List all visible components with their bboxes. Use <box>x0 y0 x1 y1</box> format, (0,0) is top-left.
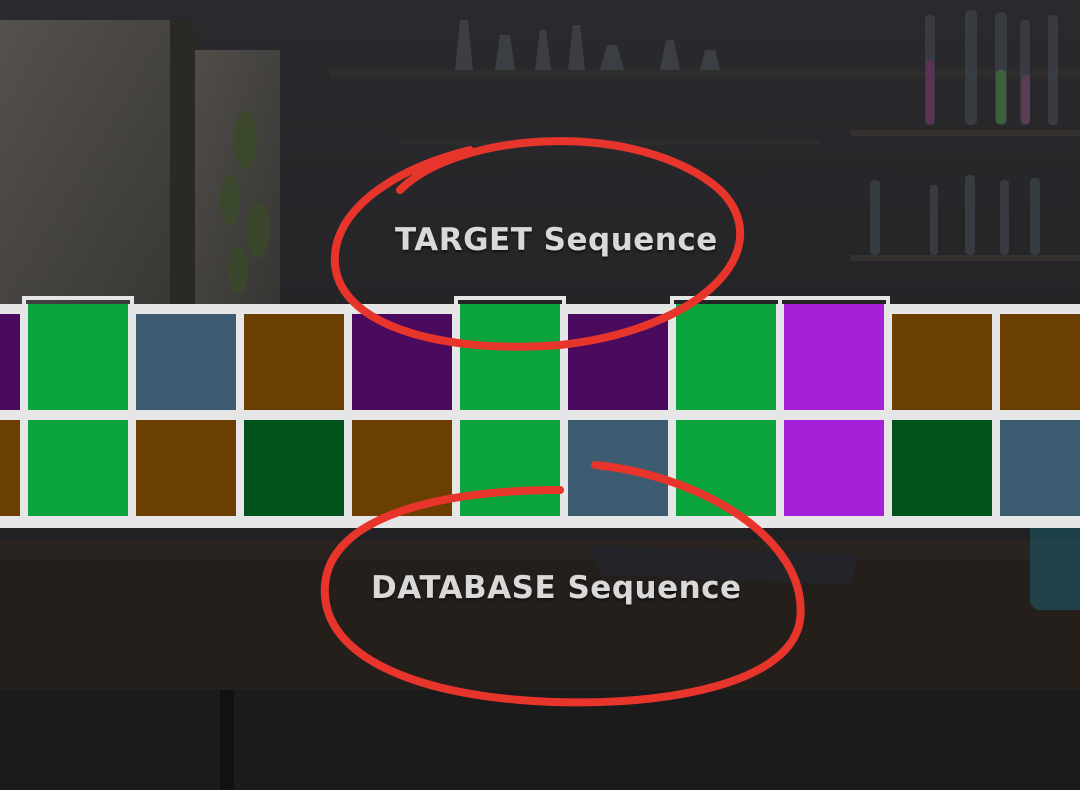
target-sequence-label: TARGET Sequence <box>395 222 718 258</box>
database-sequence-label: DATABASE Sequence <box>371 570 742 606</box>
match-highlight-frame <box>778 296 890 418</box>
sequence-strip <box>0 296 1080 528</box>
database-cell-dark-green <box>244 420 344 516</box>
target-annotation-circle <box>330 137 745 351</box>
database-cell-green <box>676 420 776 516</box>
target-cell-green <box>28 304 128 410</box>
target-cell-purple <box>568 314 668 410</box>
target-cell-slate <box>136 314 236 410</box>
target-cell-green <box>676 304 776 410</box>
target-sequence-row <box>0 304 1080 410</box>
target-cell-green <box>460 304 560 410</box>
target-cell-purple <box>0 314 20 410</box>
target-cell-brown <box>1000 314 1080 410</box>
database-annotation-circle <box>320 461 805 707</box>
database-cell-slate <box>1000 420 1080 516</box>
database-cell-green <box>28 420 128 516</box>
annotation-circles <box>320 137 805 707</box>
match-highlight-frame <box>454 296 566 418</box>
target-cell-brown <box>244 314 344 410</box>
database-cell-dark-green <box>892 420 992 516</box>
target-cell-brown <box>892 314 992 410</box>
database-sequence-row <box>0 420 1080 516</box>
database-cell-brown <box>136 420 236 516</box>
database-cell-magenta <box>784 420 884 516</box>
target-cell-magenta <box>784 304 884 410</box>
match-highlight-frame <box>22 296 134 418</box>
database-cell-brown <box>0 420 20 516</box>
database-cell-green <box>460 420 560 516</box>
